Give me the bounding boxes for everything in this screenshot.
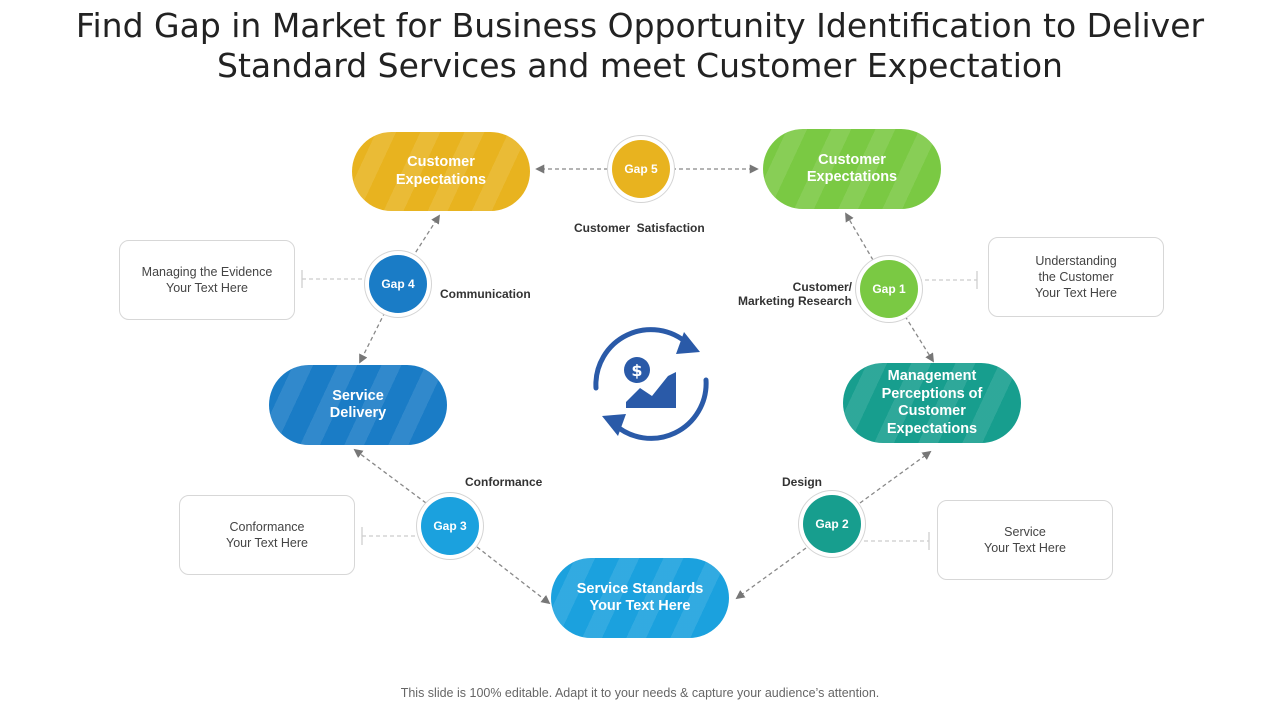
gap-2-label: Gap 2	[815, 517, 849, 531]
connector-gap3-down	[476, 546, 551, 605]
gap-3-label: Gap 3	[433, 519, 467, 533]
note-service: Service Your Text Here	[937, 500, 1113, 580]
note-service-text: Service Your Text Here	[984, 525, 1066, 555]
node-management-perceptions-label: Management Perceptions of Customer Expec…	[881, 368, 983, 437]
dollar-growth-cycle-icon: $	[593, 327, 709, 441]
node-service-delivery-label: Service Delivery	[329, 387, 387, 422]
title-line-2: Standard Services and meet Customer Expe…	[217, 46, 1063, 85]
connector-gap2-down	[735, 547, 807, 600]
note-managing-evidence: Managing the Evidence Your Text Here	[119, 240, 295, 320]
gap-1-badge: Gap 1	[860, 260, 918, 318]
node-management-perceptions: Management Perceptions of Customer Expec…	[843, 363, 1021, 443]
node-service-standards: Service Standards Your Text Here	[551, 558, 729, 638]
gap-2-badge: Gap 2	[803, 495, 861, 553]
connector-gap2-up	[859, 450, 932, 504]
note-conformance-text: Conformance Your Text Here	[226, 520, 308, 550]
gap-5-badge: Gap 5	[612, 140, 670, 198]
node-customer-expectations-right-label: Customer Expectations	[806, 151, 898, 186]
label-conformance: Conformance	[465, 475, 543, 489]
title-line-1: Find Gap in Market for Business Opportun…	[75, 6, 1205, 45]
footer-note: This slide is 100% editable. Adapt it to…	[400, 686, 880, 700]
node-service-delivery: Service Delivery	[269, 365, 447, 445]
label-design: Design	[782, 475, 823, 489]
gap-3-badge: Gap 3	[421, 497, 479, 555]
node-service-standards-label: Service Standards Your Text Here	[576, 580, 704, 615]
connector-gap3-up	[353, 448, 427, 504]
node-customer-expectations-left: Customer Expectations	[352, 132, 530, 211]
connector-gap4-down	[359, 311, 386, 364]
note-understanding-customer-text: Understanding the Customer Your Text Her…	[1035, 254, 1117, 300]
gap-4-label: Gap 4	[381, 277, 415, 291]
connector-gap1-down	[904, 315, 934, 363]
node-customer-expectations-right: Customer Expectations	[763, 129, 941, 209]
label-customer-satisfaction: Customer Satisfaction	[574, 221, 705, 235]
connector-gap1-up	[845, 212, 874, 261]
gap-5-label: Gap 5	[624, 162, 658, 176]
note-conformance: Conformance Your Text Here	[179, 495, 355, 575]
page-title: Find Gap in Market for Business Opportun…	[0, 6, 1280, 86]
gap-4-badge: Gap 4	[369, 255, 427, 313]
svg-text:$: $	[631, 361, 642, 380]
label-communication: Communication	[440, 287, 531, 301]
label-customer-marketing-research: Customer/ Marketing Research	[737, 280, 852, 308]
note-understanding-customer: Understanding the Customer Your Text Her…	[988, 237, 1164, 317]
note-managing-evidence-text: Managing the Evidence Your Text Here	[141, 265, 273, 295]
connector-gap4-up	[411, 214, 440, 259]
node-customer-expectations-left-label: Customer Expectations	[395, 154, 487, 188]
gap-1-label: Gap 1	[872, 282, 906, 296]
